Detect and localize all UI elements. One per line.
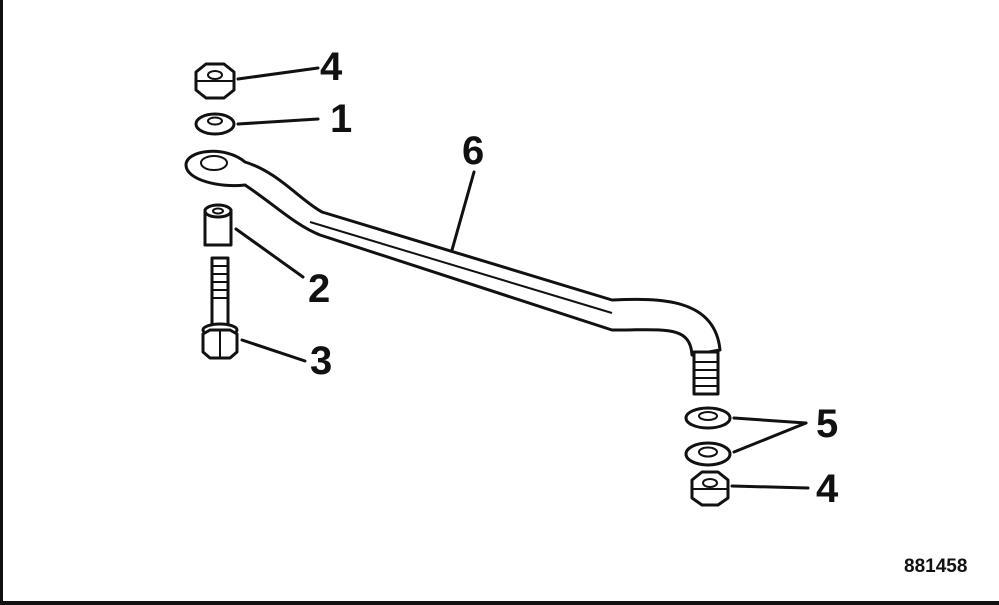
callout-nut-bottom: 4 [816, 467, 839, 511]
hex-nut-top [194, 62, 236, 100]
leader-nut-top [236, 66, 320, 81]
leader-rod [450, 170, 476, 252]
washer-bottom-upper [684, 406, 732, 430]
washer-bottom-lower [684, 441, 732, 467]
washer-top [194, 112, 236, 136]
callout-washers-bottom: 5 [816, 402, 838, 446]
figure-number: 881458 [904, 556, 967, 577]
callout-spacer: 2 [308, 267, 330, 311]
leader-spacer [234, 227, 305, 279]
leader-nut-bottom [730, 484, 810, 490]
frame-left-border [0, 0, 3, 605]
leader-washer-5b [732, 421, 808, 454]
tie-rod [184, 149, 722, 396]
leader-bolt [240, 338, 307, 363]
callout-nut-top: 4 [320, 45, 343, 89]
callout-washer-top: 1 [330, 97, 352, 141]
callout-rod: 6 [462, 129, 484, 173]
hex-nut-bottom [690, 470, 730, 507]
tie-rod-eye-hole [200, 155, 228, 171]
callout-bolt: 3 [310, 339, 332, 383]
leader-washer-5a [732, 416, 808, 425]
frame-bottom-border [0, 601, 999, 605]
hex-bolt [201, 256, 239, 360]
leader-washer-top [236, 117, 320, 126]
spacer-sleeve [203, 203, 233, 247]
